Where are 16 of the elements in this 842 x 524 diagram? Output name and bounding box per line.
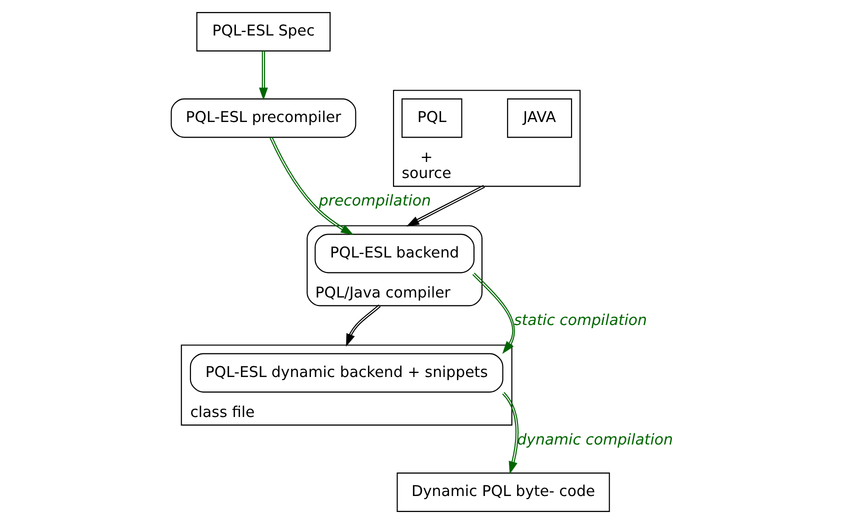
arrow [472, 272, 514, 354]
edge-label: precompilation [318, 192, 430, 210]
node-box: Dynamic PQL byte- code [396, 472, 610, 512]
edge-label: static compilation [513, 311, 646, 330]
node-box: PQL-ESL Spec [196, 12, 330, 52]
arrow [269, 136, 354, 236]
arrow [258, 51, 268, 100]
arrow [406, 184, 484, 226]
arrow [346, 304, 380, 347]
arrow [502, 392, 518, 474]
node-box: JAVA [506, 98, 572, 138]
node-box: PQL-ESL backend [314, 234, 474, 274]
edge-label: dynamic compilation [516, 430, 672, 448]
node-box: PQL [401, 98, 462, 138]
node-box: PQL-ESL dynamic backend + snippets [189, 353, 503, 393]
node-box: PQL-ESL precompiler [170, 98, 356, 138]
